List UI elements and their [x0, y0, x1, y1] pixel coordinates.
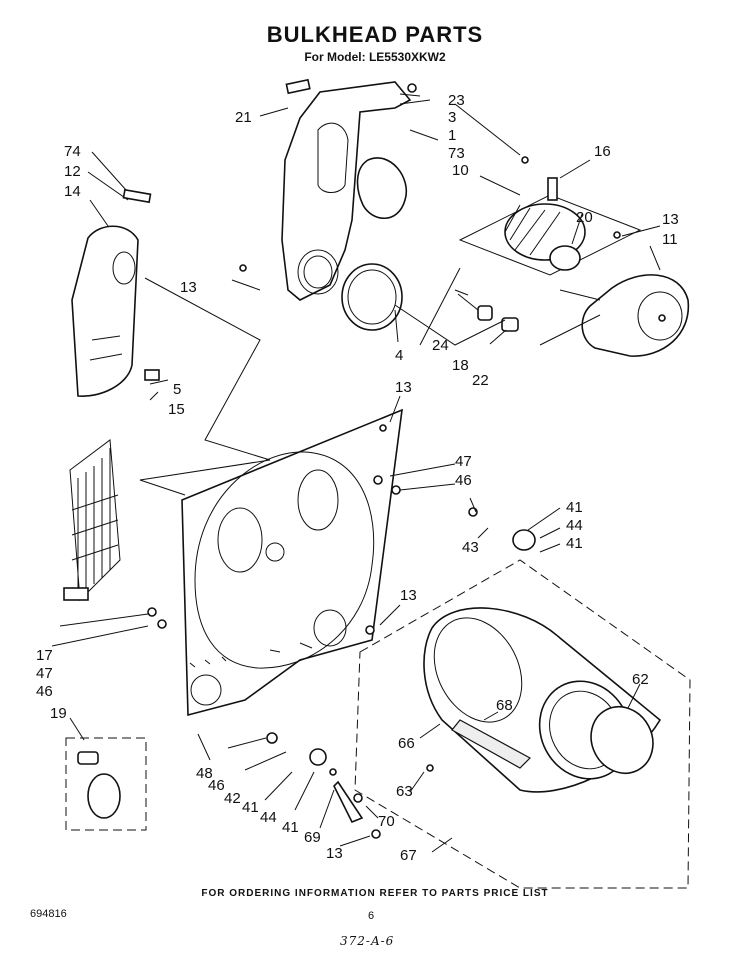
callout-46-bottom: 46 [208, 777, 225, 794]
callout-10: 10 [452, 162, 469, 179]
handwritten-note: 372-A-6 [340, 934, 395, 948]
callout-70: 70 [378, 813, 395, 830]
callout-41-bottom-a: 41 [242, 799, 259, 816]
page-title: BULKHEAD PARTS [266, 22, 484, 47]
ordering-footer: FOR ORDERING INFORMATION REFER TO PARTS … [201, 888, 549, 899]
callout-23: 23 [448, 92, 465, 109]
callout-66: 66 [398, 735, 415, 752]
callout-44-bottom: 44 [260, 809, 277, 826]
page-number: 6 [368, 910, 375, 922]
callout-13-bottom: 13 [326, 845, 343, 862]
callout-73: 73 [448, 145, 465, 162]
callout-24: 24 [432, 337, 449, 354]
document-number: 694816 [30, 908, 67, 920]
callout-47-left: 47 [36, 665, 53, 682]
thermal-fuse-22 [501, 317, 519, 332]
callout-21: 21 [235, 109, 252, 126]
drum-seal-4 [341, 263, 403, 331]
callout-13-upper: 13 [180, 279, 197, 296]
motor-housing-part [581, 274, 690, 357]
callout-68: 68 [496, 697, 513, 714]
blower-housing-part [71, 188, 160, 397]
callout-5: 5 [173, 381, 181, 398]
callout-69: 69 [304, 829, 321, 846]
callout-48: 48 [196, 765, 213, 782]
drum-seal-62 [590, 706, 654, 774]
callout-43: 43 [462, 539, 479, 556]
callout-13-rear-mid: 13 [400, 587, 417, 604]
callout-74: 74 [64, 143, 81, 160]
callout-11: 11 [662, 231, 678, 248]
callout-67: 67 [400, 847, 417, 864]
blower-fan-part [458, 177, 642, 276]
callout-46-left: 46 [36, 683, 53, 700]
callout-13-motor: 13 [662, 211, 679, 228]
heater-element-part [63, 439, 121, 602]
drum-enclosure-dashed [354, 559, 691, 889]
callout-41-bottom-b: 41 [282, 819, 299, 836]
callout-14: 14 [64, 183, 81, 200]
callout-41-bottom: 41 [566, 535, 583, 552]
idler-pulley-assembly [147, 156, 621, 839]
callout-16: 16 [594, 143, 611, 160]
callout-44: 44 [566, 517, 583, 534]
thermostat-18 [477, 305, 493, 321]
callout-41-top: 41 [566, 499, 583, 516]
callout-18: 18 [452, 357, 469, 374]
callout-12: 12 [64, 163, 81, 180]
callout-17: 17 [36, 647, 53, 664]
callout-15: 15 [168, 401, 185, 418]
callout-46: 46 [455, 472, 472, 489]
rear-bulkhead-part [181, 408, 403, 717]
upper-bulkhead-part [281, 78, 417, 301]
callout-20: 20 [576, 209, 593, 226]
callout-4: 4 [395, 347, 403, 364]
callout-63: 63 [396, 783, 413, 800]
model-subtitle: For Model: LE5530XKW2 [304, 50, 446, 64]
callout-labels: 21 3 1 23 73 74 12 14 16 10 20 13 11 13 … [36, 92, 679, 864]
callout-13-rear-top: 13 [395, 379, 412, 396]
callout-19: 19 [50, 705, 67, 722]
callout-22: 22 [472, 372, 489, 389]
callout-62: 62 [632, 671, 649, 688]
switch-kit-19 [65, 737, 147, 831]
callout-3: 3 [448, 109, 456, 126]
callout-42: 42 [224, 790, 241, 807]
callout-47: 47 [455, 453, 472, 470]
gasket-73 [356, 157, 408, 219]
callout-1: 1 [448, 127, 456, 144]
